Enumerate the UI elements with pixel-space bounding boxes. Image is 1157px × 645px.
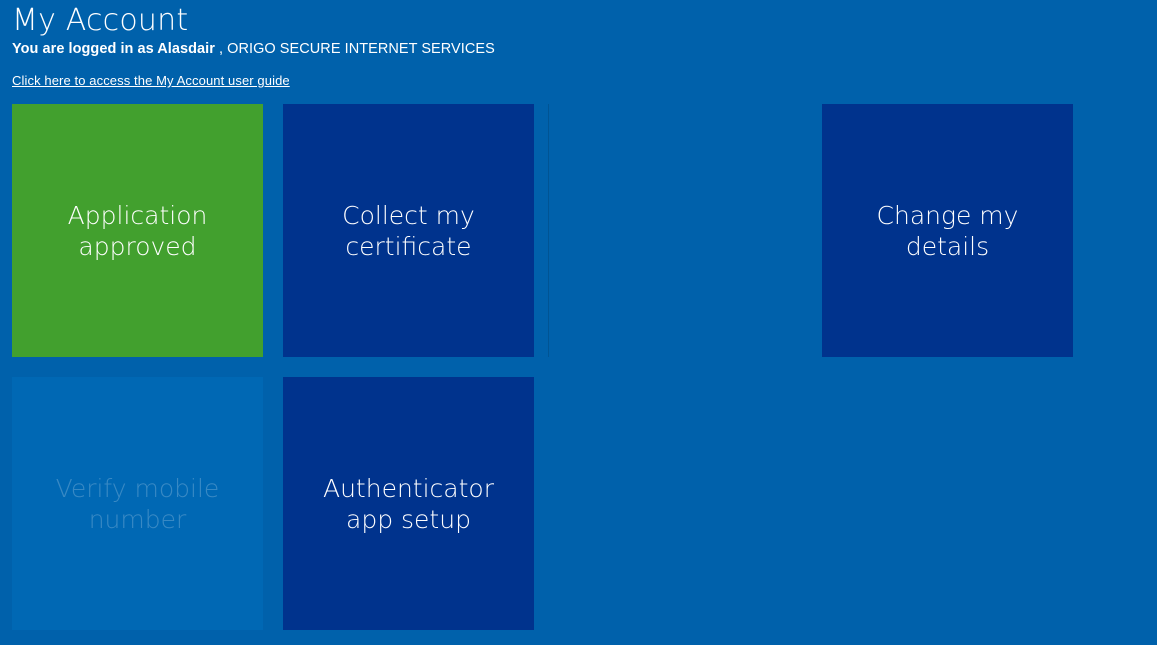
user-guide-link-row: Click here to access the My Account user… [12,72,1112,90]
tile-change-my-details[interactable]: Change my details [822,104,1073,357]
tile-label-authenticator-app-setup: Authenticator app setup [322,473,494,534]
tile-label-verify-mobile-number: Verify mobile number [55,473,220,534]
tile-authenticator-app-setup[interactable]: Authenticator app setup [283,377,534,630]
page-header: My Account You are logged in as Alasdair… [12,4,1112,90]
user-guide-link[interactable]: Click here to access the My Account user… [12,73,290,88]
tile-label-collect-my-certificate: Collect my certificate [342,200,475,261]
tile-label-change-my-details: Change my details [876,200,1019,261]
login-status-text: You are logged in as Alasdair , ORIGO SE… [12,40,1112,58]
tile-verify-mobile-number: Verify mobile number [12,377,263,630]
tile-application-approved[interactable]: Application approved [12,104,263,357]
organisation-name: , ORIGO SECURE INTERNET SERVICES [214,41,495,57]
logged-in-user-name: Alasdair [157,41,215,57]
tile-collect-my-certificate[interactable]: Collect my certificate [283,104,534,357]
page-title: My Account [12,3,189,38]
login-prefix-text: You are logged in as [12,41,158,57]
column-divider [548,104,549,357]
tile-label-application-approved: Application approved [67,200,208,261]
